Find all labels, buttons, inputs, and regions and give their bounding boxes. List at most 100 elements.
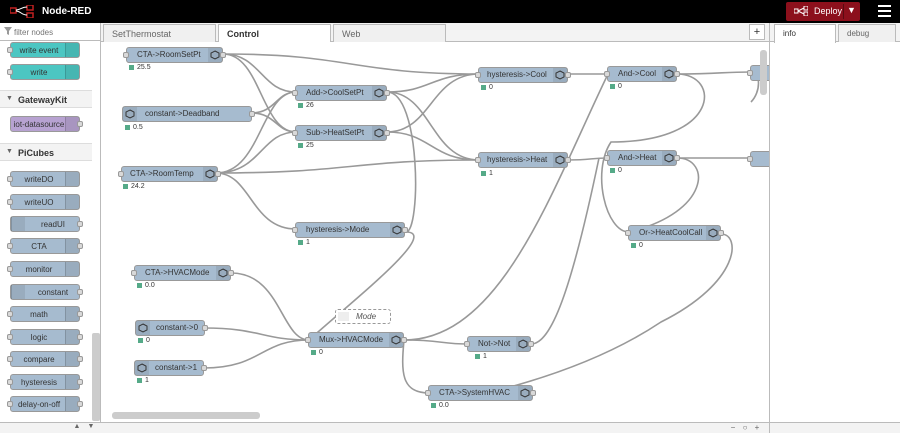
flow-comment-mode[interactable]: Mode <box>335 309 391 324</box>
add-tab-button[interactable]: + <box>749 24 765 40</box>
palette-node-delay-on-off[interactable]: delay-on-off <box>7 396 83 412</box>
output-port[interactable] <box>674 155 680 161</box>
category-picubes[interactable]: ▼ PiCubes <box>0 143 92 161</box>
output-port[interactable] <box>220 52 226 58</box>
chevron-down-icon: ▼ <box>6 95 13 102</box>
input-port[interactable] <box>747 156 753 162</box>
input-port[interactable] <box>292 130 298 136</box>
palette-node-iot-datasource[interactable]: iot-datasource <box>10 116 83 132</box>
output-port[interactable] <box>228 270 234 276</box>
tab-web[interactable]: Web <box>333 24 446 42</box>
output-port[interactable] <box>528 341 534 347</box>
zoom-out-icon[interactable]: − <box>730 423 736 432</box>
category-gatewaykit[interactable]: ▼ GatewayKit <box>0 90 92 108</box>
flow-node-sub-heatsetpt[interactable]: Sub->HeatSetPt <box>292 125 390 141</box>
output-port[interactable] <box>202 325 208 331</box>
palette-node-constant[interactable]: constant <box>10 284 83 300</box>
output-port[interactable] <box>565 72 571 78</box>
filter-nodes-input[interactable] <box>14 25 94 39</box>
palette-node-write[interactable]: write <box>7 64 80 80</box>
input-port[interactable] <box>123 52 129 58</box>
flow-node-offscreen-middle[interactable] <box>747 151 769 167</box>
flow-node-mux-hvacmode[interactable]: Mux->HVACMode <box>305 332 407 348</box>
deploy-menu-caret-icon[interactable]: ▼ <box>847 5 856 15</box>
output-port[interactable] <box>215 171 221 177</box>
input-port[interactable] <box>475 157 481 163</box>
node-status: 1 <box>481 170 493 177</box>
sidebar-tabs: info debug <box>770 23 900 43</box>
input-port[interactable] <box>747 70 753 76</box>
wave-icon <box>65 65 79 79</box>
flow-workspace[interactable]: CTA->RoomSetPt 25.5 constant->Deadband 0… <box>101 42 769 422</box>
tab-debug[interactable]: debug <box>838 24 896 42</box>
output-port[interactable] <box>565 157 571 163</box>
output-port[interactable] <box>718 230 724 236</box>
flow-node-and-heat[interactable]: And->Heat <box>604 150 680 166</box>
output-port[interactable] <box>384 130 390 136</box>
tab-setthermostat[interactable]: SetThermostat <box>103 24 216 42</box>
node-status: 0 <box>481 84 493 91</box>
collapse-all-icon[interactable]: ▲ <box>73 423 81 430</box>
output-port[interactable] <box>249 111 255 117</box>
palette-node-hysteresis[interactable]: hysteresis <box>7 374 83 390</box>
zoom-in-icon[interactable]: + <box>754 423 760 432</box>
flow-node-hysteresis-mode[interactable]: hysteresis->Mode <box>292 222 408 238</box>
expand-all-icon[interactable]: ▼ <box>87 423 95 430</box>
palette-node-label: writeUO <box>24 198 54 207</box>
tab-label: Web <box>342 29 361 39</box>
output-port[interactable] <box>674 71 680 77</box>
main-menu-icon[interactable] <box>878 5 891 17</box>
flow-node-not-not[interactable]: Not->Not <box>464 336 534 352</box>
palette-node-cta[interactable]: CTA <box>7 238 83 254</box>
flow-node-or-heatcoolcall[interactable]: Or->HeatCoolCall <box>625 225 724 241</box>
output-port[interactable] <box>384 90 390 96</box>
flow-node-cta-roomsetpt[interactable]: CTA->RoomSetPt <box>123 47 226 63</box>
input-port[interactable] <box>604 71 610 77</box>
flow-node-add-coolsetpt[interactable]: Add->CoolSetPt <box>292 85 390 101</box>
palette-node-writeuo[interactable]: writeUO <box>7 194 80 210</box>
zoom-reset-icon[interactable]: ○ <box>742 423 748 432</box>
flow-node-cta-hvacmode[interactable]: CTA->HVACMode <box>131 265 234 281</box>
output-port[interactable] <box>201 365 207 371</box>
input-port[interactable] <box>425 390 431 396</box>
palette-node-monitor[interactable]: monitor <box>7 261 80 277</box>
workspace-vertical-scrollbar[interactable] <box>760 50 767 95</box>
palette-node-logic[interactable]: logic <box>7 329 83 345</box>
flow-node-hysteresis-heat[interactable]: hysteresis->Heat <box>475 152 571 168</box>
input-port[interactable] <box>292 90 298 96</box>
input-port[interactable] <box>118 171 124 177</box>
palette-node-compare[interactable]: compare <box>7 351 83 367</box>
flow-node-cta-systemhvac[interactable]: CTA->SystemHVAC <box>425 385 536 401</box>
cube-icon <box>123 107 137 121</box>
input-port[interactable] <box>292 227 298 233</box>
palette-node-math[interactable]: math <box>7 306 83 322</box>
cube-icon <box>662 67 676 81</box>
flow-node-hysteresis-cool[interactable]: hysteresis->Cool <box>475 67 571 83</box>
workspace-horizontal-scrollbar[interactable] <box>112 412 260 419</box>
input-port[interactable] <box>604 155 610 161</box>
deploy-button[interactable]: Deploy ▼ <box>786 2 860 21</box>
input-port[interactable] <box>131 270 137 276</box>
tab-info[interactable]: info <box>774 24 836 43</box>
flow-node-constant-1[interactable]: constant->1 <box>134 360 207 376</box>
deploy-separator <box>843 4 844 19</box>
flow-node-constant-0[interactable]: constant->0 <box>135 320 208 336</box>
palette-scrollbar[interactable] <box>92 333 100 421</box>
flow-node-cta-roomtemp[interactable]: CTA->RoomTemp <box>118 166 221 182</box>
palette-node-write-event[interactable]: write event <box>7 42 80 58</box>
output-port[interactable] <box>530 390 536 396</box>
input-port[interactable] <box>475 72 481 78</box>
palette-node-writedo[interactable]: writeDO <box>7 171 80 187</box>
input-port[interactable] <box>464 341 470 347</box>
sidebar-footer <box>770 422 900 433</box>
output-port[interactable] <box>401 337 407 343</box>
cube-icon <box>372 126 386 140</box>
input-port[interactable] <box>625 230 631 236</box>
flow-node-and-cool[interactable]: And->Cool <box>604 66 680 82</box>
filter-icon <box>4 27 12 35</box>
flow-node-constant-deadband[interactable]: constant->Deadband <box>122 106 255 122</box>
output-port[interactable] <box>402 227 408 233</box>
palette-node-readui[interactable]: readUI <box>10 216 83 232</box>
input-port[interactable] <box>305 337 311 343</box>
tab-control[interactable]: Control <box>218 24 331 43</box>
